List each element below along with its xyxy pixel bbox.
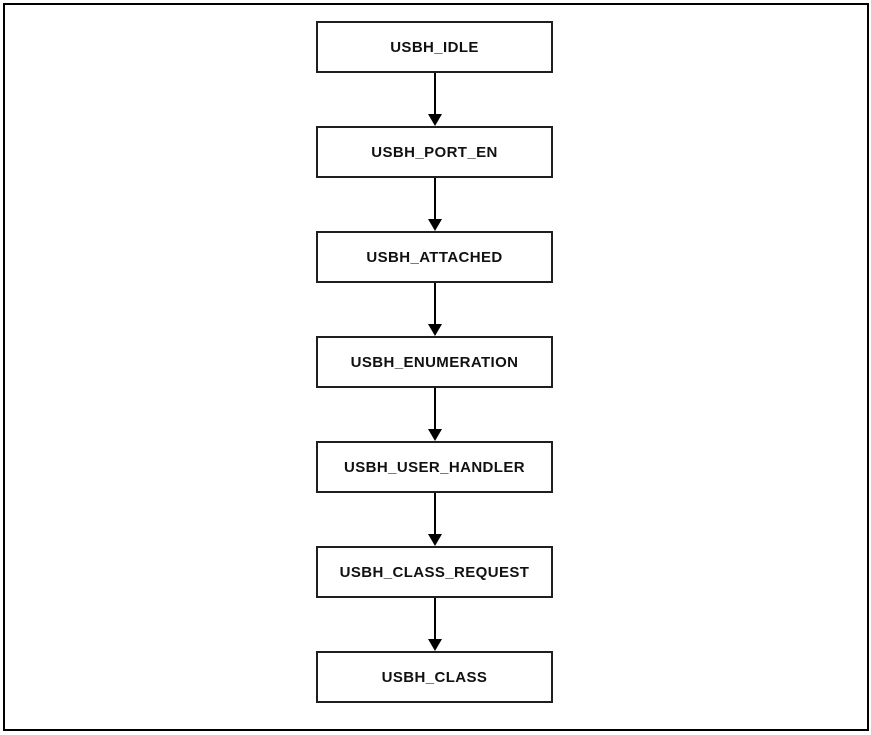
arrowhead-icon <box>428 534 442 546</box>
down-arrow-icon <box>316 283 553 336</box>
arrow-shaft <box>433 493 436 534</box>
state-label: USBH_ENUMERATION <box>350 353 519 371</box>
state-box-usbh-idle: USBH_IDLE <box>316 21 553 73</box>
state-label: USBH_PORT_EN <box>371 143 498 161</box>
state-label: USBH_USER_HANDLER <box>344 458 525 476</box>
arrow-shaft <box>433 73 436 114</box>
state-box-usbh-class: USBH_CLASS <box>316 651 553 703</box>
arrow-shaft <box>433 178 436 219</box>
arrow-shaft <box>433 388 436 429</box>
state-label: USBH_ATTACHED <box>366 248 503 266</box>
down-arrow-icon <box>316 178 553 231</box>
state-box-usbh-class-request: USBH_CLASS_REQUEST <box>316 546 553 598</box>
down-arrow-icon <box>316 493 553 546</box>
arrow-shaft <box>433 283 436 324</box>
state-box-usbh-port-en: USBH_PORT_EN <box>316 126 553 178</box>
state-label: USBH_CLASS_REQUEST <box>339 563 530 581</box>
state-box-usbh-user-handler: USBH_USER_HANDLER <box>316 441 553 493</box>
arrowhead-icon <box>428 639 442 651</box>
down-arrow-icon <box>316 598 553 651</box>
arrowhead-icon <box>428 219 442 231</box>
state-label: USBH_CLASS <box>381 668 488 686</box>
state-box-usbh-attached: USBH_ATTACHED <box>316 231 553 283</box>
arrowhead-icon <box>428 114 442 126</box>
arrowhead-icon <box>428 429 442 441</box>
down-arrow-icon <box>316 388 553 441</box>
state-label: USBH_IDLE <box>390 38 479 56</box>
arrowhead-icon <box>428 324 442 336</box>
down-arrow-icon <box>316 73 553 126</box>
arrow-shaft <box>433 598 436 639</box>
state-box-usbh-enumeration: USBH_ENUMERATION <box>316 336 553 388</box>
